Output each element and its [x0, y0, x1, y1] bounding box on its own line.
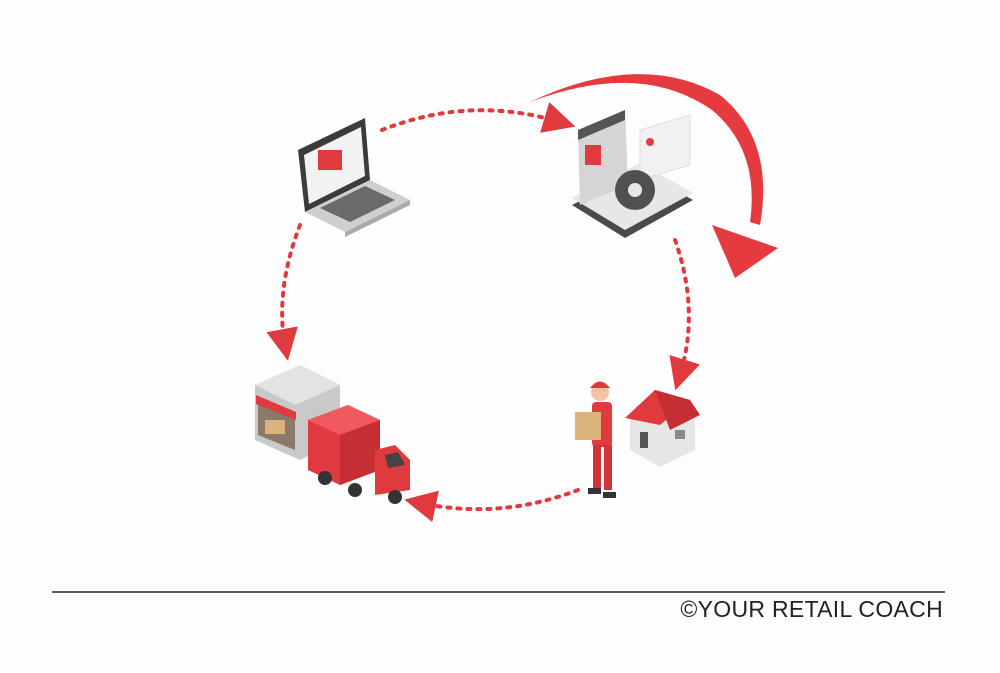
flow-worker-to-truck	[404, 488, 580, 522]
delivery-truck-icon	[308, 405, 410, 504]
flow-laptop-to-processing	[380, 102, 576, 133]
delivery-worker-icon	[575, 381, 616, 498]
cycle-arrow-icon	[530, 74, 778, 278]
copyright-logo-text: ©YOUR RETAIL COACH	[680, 596, 943, 622]
house-icon	[625, 390, 700, 467]
flow-paths	[266, 102, 700, 522]
flow-processing-to-house	[669, 238, 700, 391]
order-processing-gear-icon	[572, 110, 693, 238]
laptop-cart-icon	[298, 118, 410, 237]
flow-laptop-to-warehouse	[266, 223, 302, 361]
